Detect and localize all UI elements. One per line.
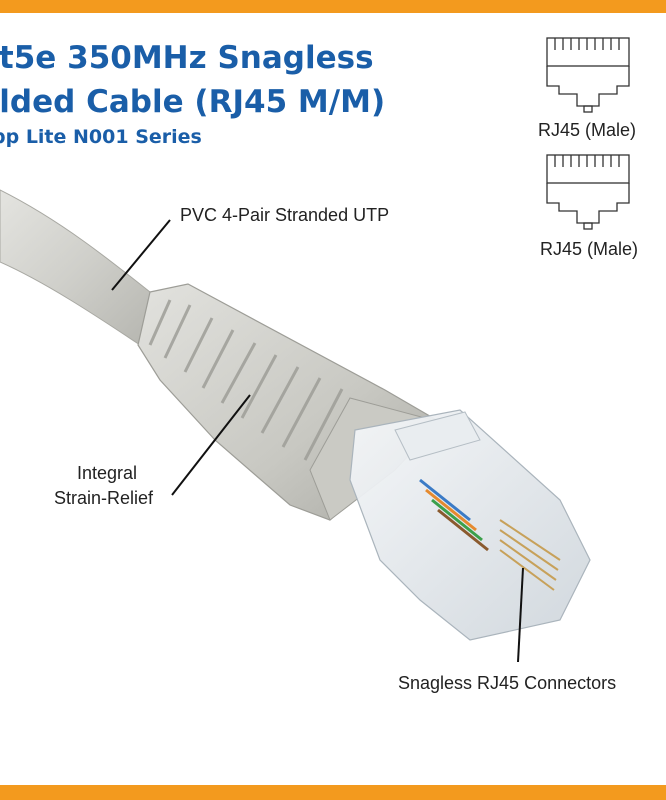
strain-relief-callout-line-1: Integral	[77, 463, 138, 483]
top-accent-bar	[0, 0, 666, 13]
rj45-connector-icon	[546, 154, 630, 230]
connectors-callout-label: Snagless RJ45 Connectors	[398, 673, 617, 693]
rj45-connector-icon	[546, 37, 630, 113]
series-subtitle: pp Lite N001 Series	[0, 126, 202, 148]
cable	[0, 189, 161, 346]
rj45-male-label-1: RJ45 (Male)	[538, 120, 637, 140]
connector-leader-line	[517, 567, 524, 663]
strain-relief-leader-line	[171, 394, 251, 496]
rj45-plug	[349, 409, 591, 641]
title-line-1: at5e 350MHz Snagless	[0, 40, 374, 76]
rj45-male-label-2: RJ45 (Male)	[540, 239, 639, 259]
callout-leader-lines	[111, 219, 524, 663]
strain-relief-callout-line-2: Strain-Relief	[54, 488, 154, 508]
cable-callout-label: PVC 4-Pair Stranded UTP	[180, 205, 390, 225]
title-line-2: olded Cable (RJ45 M/M)	[0, 84, 386, 120]
cable-leader-line	[111, 219, 171, 291]
bottom-accent-bar	[0, 785, 666, 800]
